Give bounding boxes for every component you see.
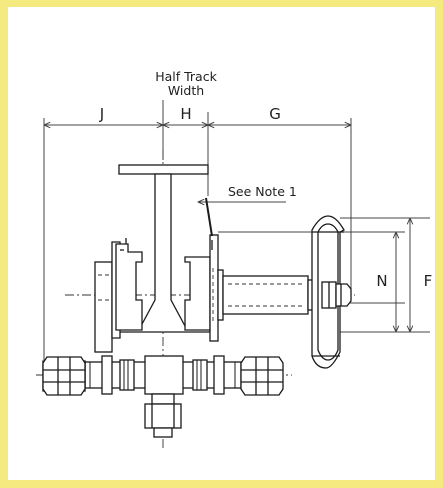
half-track-width-label-line2: Width — [168, 83, 204, 98]
dimension-g-label: G — [269, 105, 281, 123]
left-end-nut — [42, 356, 86, 396]
dimension-j-label: J — [99, 105, 104, 123]
shaft-end-nut — [321, 281, 352, 309]
left-side-plate — [94, 238, 143, 353]
cross-shaft — [84, 355, 242, 395]
cross-shaft-threads — [89, 360, 236, 390]
dimension-n-label: N — [376, 272, 387, 290]
shaft-hidden-lines — [228, 283, 305, 307]
right-end-nut — [240, 356, 284, 396]
see-note-label: See Note 1 — [228, 184, 297, 199]
half-track-width-label-line1: Half Track — [155, 69, 217, 84]
dimension-f-label: F — [424, 272, 433, 290]
handwheel-shaft — [217, 269, 319, 321]
note-plate-edge — [205, 197, 213, 237]
dimension-h-label: H — [180, 105, 191, 123]
left-hidden-lines — [98, 274, 112, 301]
suspension-clevis — [144, 393, 182, 438]
right-side-plate — [184, 234, 219, 342]
